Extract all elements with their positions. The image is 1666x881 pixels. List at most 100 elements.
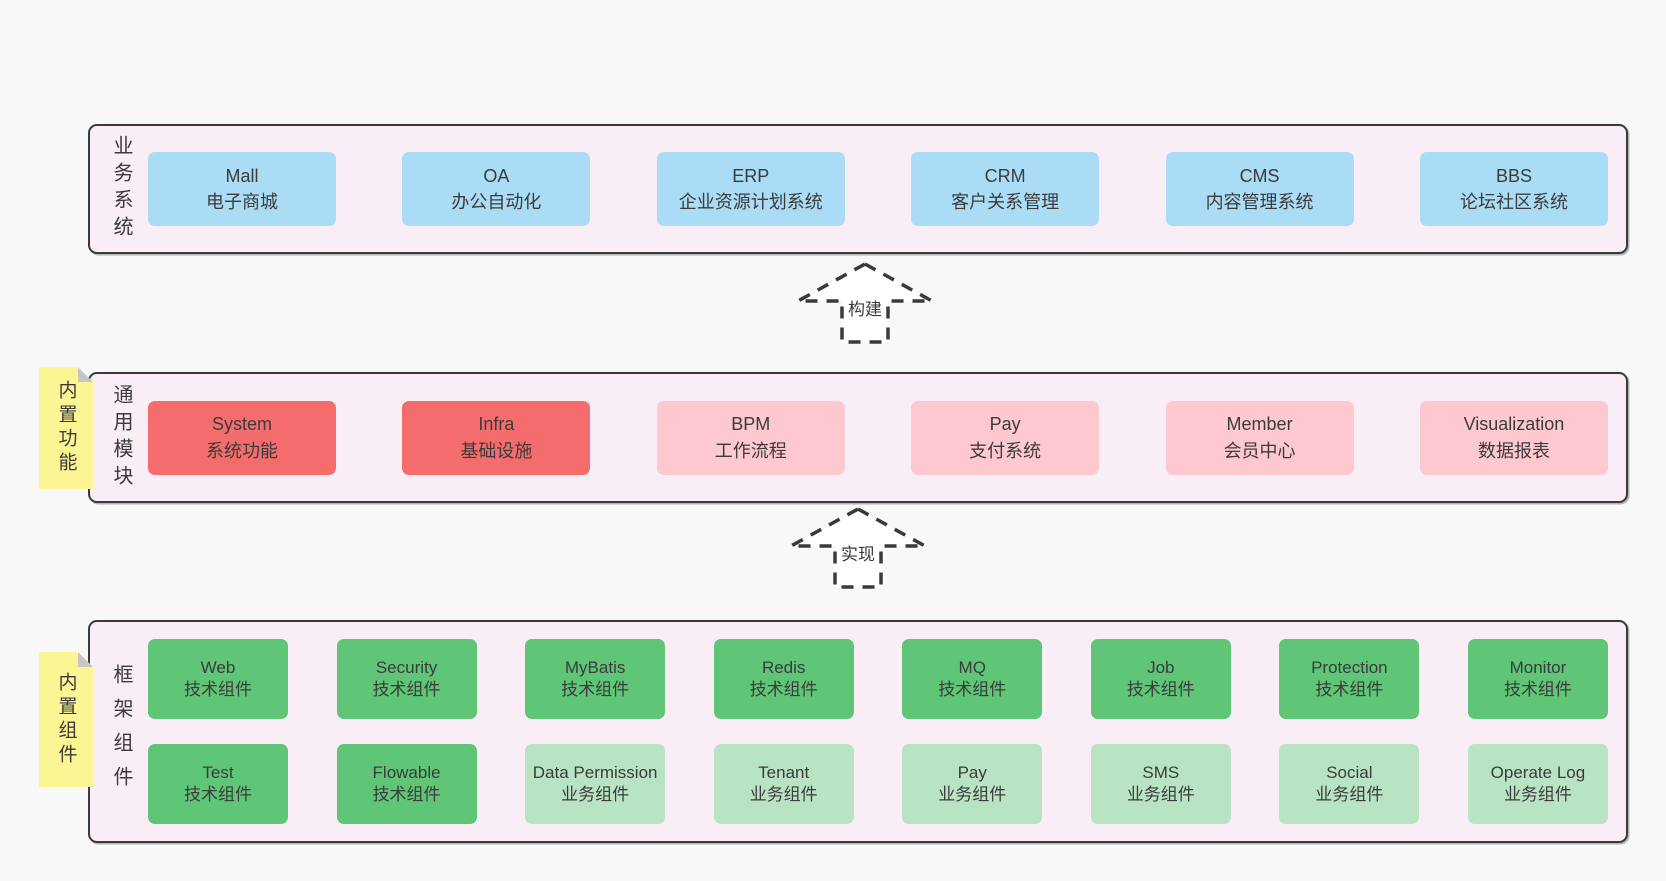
box-title: CMS bbox=[1239, 165, 1280, 186]
box-title: Pay bbox=[989, 414, 1021, 435]
panel-label-text: 通用模块 bbox=[110, 383, 132, 492]
panel-label-framework: 框架组件 bbox=[98, 622, 144, 841]
box-subtitle: 业务组件 bbox=[938, 785, 1007, 804]
box-title: Social bbox=[1326, 762, 1373, 782]
box-subtitle: 内容管理系统 bbox=[1205, 192, 1314, 212]
box-tenant: Tenant 业务组件 bbox=[713, 744, 854, 824]
box-subtitle: 论坛社区系统 bbox=[1459, 192, 1568, 212]
box-oa: OA 办公自动化 bbox=[402, 152, 591, 226]
box-pay-business: Pay 业务组件 bbox=[902, 744, 1043, 824]
box-social: Social 业务组件 bbox=[1279, 744, 1420, 824]
build-arrow-label: 构建 bbox=[845, 295, 885, 320]
note-text: 内置功能 bbox=[55, 380, 77, 476]
box-title: Security bbox=[375, 657, 438, 677]
box-title: Tenant bbox=[758, 762, 810, 782]
box-subtitle: 会员中心 bbox=[1223, 440, 1296, 461]
box-monitor: Monitor 技术组件 bbox=[1467, 639, 1608, 719]
box-subtitle: 技术组件 bbox=[561, 680, 630, 699]
box-title: BPM bbox=[731, 414, 771, 435]
box-visualization: Visualization 数据报表 bbox=[1419, 400, 1608, 475]
box-erp: ERP 企业资源计划系统 bbox=[656, 152, 845, 226]
box-title: Job bbox=[1147, 657, 1175, 677]
box-subtitle: 业务组件 bbox=[1126, 785, 1195, 804]
box-system: System 系统功能 bbox=[148, 400, 336, 475]
box-crm: CRM 客户关系管理 bbox=[911, 152, 1100, 226]
box-subtitle: 技术组件 bbox=[184, 785, 252, 804]
box-subtitle: 技术组件 bbox=[1126, 680, 1195, 699]
box-title: BBS bbox=[1495, 165, 1532, 186]
box-title: Flowable bbox=[372, 762, 441, 782]
box-subtitle: 支付系统 bbox=[969, 440, 1042, 461]
box-subtitle: 数据报表 bbox=[1477, 440, 1550, 461]
box-subtitle: 业务组件 bbox=[749, 785, 818, 804]
box-title: Protection bbox=[1311, 657, 1388, 677]
box-title: Data Permission bbox=[532, 762, 658, 782]
box-mq: MQ 技术组件 bbox=[902, 639, 1043, 719]
box-title: Mall bbox=[225, 165, 259, 186]
implement-arrow: 实现 bbox=[788, 506, 928, 590]
box-pay: Pay 支付系统 bbox=[911, 400, 1100, 475]
box-title: MQ bbox=[958, 657, 986, 677]
box-title: Operate Log bbox=[1490, 762, 1586, 782]
box-cms: CMS 内容管理系统 bbox=[1165, 152, 1354, 226]
box-subtitle: 系统功能 bbox=[206, 440, 278, 461]
note-text: 内置组件 bbox=[55, 671, 77, 768]
box-title: Member bbox=[1226, 414, 1293, 435]
box-subtitle: 基础设施 bbox=[460, 440, 533, 461]
box-subtitle: 工作流程 bbox=[714, 440, 787, 461]
box-subtitle: 技术组件 bbox=[372, 785, 441, 804]
box-title: MyBatis bbox=[564, 657, 626, 677]
box-subtitle: 办公自动化 bbox=[451, 192, 542, 212]
box-security: Security 技术组件 bbox=[336, 639, 477, 719]
box-bbs: BBS 论坛社区系统 bbox=[1419, 152, 1608, 226]
box-subtitle: 业务组件 bbox=[1503, 785, 1572, 804]
panel-label-text: 框架组件 bbox=[110, 663, 132, 800]
box-title: Web bbox=[200, 657, 236, 677]
business-box-row: Mall 电子商城 OA 办公自动化 ERP 企业资源计划系统 CRM 客户关系… bbox=[144, 126, 1626, 252]
box-subtitle: 技术组件 bbox=[749, 680, 818, 699]
box-title: OA bbox=[483, 165, 510, 186]
box-protection: Protection 技术组件 bbox=[1279, 639, 1420, 719]
box-infra: Infra 基础设施 bbox=[402, 400, 591, 475]
framework-box-grid: Web 技术组件 Security 技术组件 MyBatis 技术组件 Redi… bbox=[144, 622, 1626, 841]
box-subtitle: 技术组件 bbox=[372, 680, 441, 699]
box-subtitle: 客户关系管理 bbox=[951, 192, 1060, 212]
box-title: System bbox=[211, 414, 272, 435]
build-arrow: 构建 bbox=[795, 261, 935, 345]
box-sms: SMS 业务组件 bbox=[1090, 744, 1231, 824]
box-title: SMS bbox=[1142, 762, 1180, 782]
box-operate-log: Operate Log 业务组件 bbox=[1467, 744, 1608, 824]
box-redis: Redis 技术组件 bbox=[713, 639, 854, 719]
box-title: Redis bbox=[761, 657, 806, 677]
box-web: Web 技术组件 bbox=[148, 639, 288, 719]
box-subtitle: 技术组件 bbox=[938, 680, 1007, 699]
box-mall: Mall 电子商城 bbox=[148, 152, 336, 226]
box-subtitle: 业务组件 bbox=[1315, 785, 1384, 804]
box-job: Job 技术组件 bbox=[1090, 639, 1231, 719]
modules-box-row: System 系统功能 Infra 基础设施 BPM 工作流程 Pay 支付系统… bbox=[144, 374, 1626, 501]
box-mybatis: MyBatis 技术组件 bbox=[525, 639, 666, 719]
framework-row-1: Web 技术组件 Security 技术组件 MyBatis 技术组件 Redi… bbox=[148, 639, 1608, 719]
box-subtitle: 业务组件 bbox=[561, 785, 630, 804]
panel-label-modules: 通用模块 bbox=[98, 374, 144, 501]
box-member: Member 会员中心 bbox=[1165, 400, 1354, 475]
panel-framework-components: 框架组件 Web 技术组件 Security 技术组件 MyBatis 技术组件… bbox=[88, 620, 1628, 843]
panel-label-business: 业务系统 bbox=[98, 126, 144, 252]
box-title: ERP bbox=[732, 165, 770, 186]
panel-business-systems: 业务系统 Mall 电子商城 OA 办公自动化 ERP 企业资源计划系统 CRM… bbox=[88, 124, 1628, 254]
box-subtitle: 技术组件 bbox=[184, 680, 252, 699]
box-title: Pay bbox=[957, 762, 987, 782]
panel-common-modules: 通用模块 System 系统功能 Infra 基础设施 BPM 工作流程 Pay… bbox=[88, 372, 1628, 503]
box-subtitle: 电子商城 bbox=[206, 192, 278, 212]
box-title: Monitor bbox=[1509, 657, 1567, 677]
box-bpm: BPM 工作流程 bbox=[656, 400, 845, 475]
box-subtitle: 企业资源计划系统 bbox=[678, 192, 823, 212]
box-subtitle: 技术组件 bbox=[1503, 680, 1572, 699]
note-built-in-components: 内置组件 bbox=[39, 652, 93, 787]
framework-row-2: Test 技术组件 Flowable 技术组件 Data Permission … bbox=[148, 744, 1608, 824]
box-flowable: Flowable 技术组件 bbox=[336, 744, 477, 824]
panel-label-text: 业务系统 bbox=[110, 135, 132, 243]
box-title: Infra bbox=[478, 414, 515, 435]
box-title: Visualization bbox=[1463, 414, 1565, 435]
